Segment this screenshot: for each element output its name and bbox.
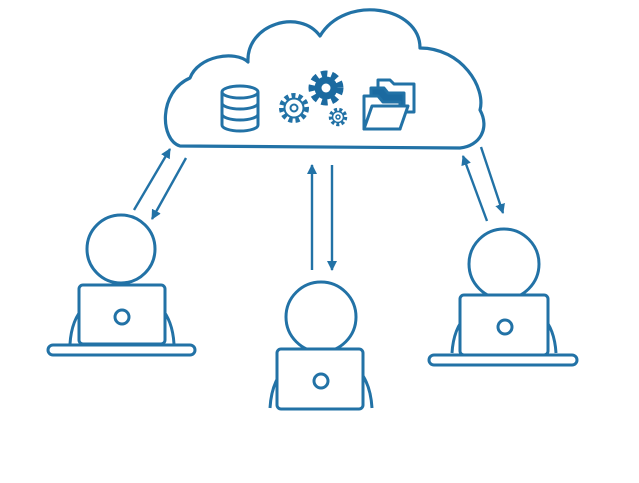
user-head [85, 213, 157, 285]
laptop-icon [275, 347, 365, 411]
right-arrows [461, 146, 505, 222]
folders-icon [362, 78, 416, 131]
gear-icon-small [328, 107, 348, 127]
user-right [427, 227, 579, 367]
center-arrows [307, 164, 337, 271]
left-arrows [132, 148, 188, 220]
gears-icon [279, 70, 348, 127]
laptop-icon [427, 293, 579, 367]
user-left [46, 213, 197, 357]
gear-icon-large [308, 70, 344, 106]
user-head [284, 280, 358, 354]
database-icon [220, 84, 260, 133]
gear-icon-outline [279, 93, 309, 123]
user-center [268, 280, 374, 411]
laptop-icon [46, 283, 197, 357]
user-head [467, 227, 541, 301]
